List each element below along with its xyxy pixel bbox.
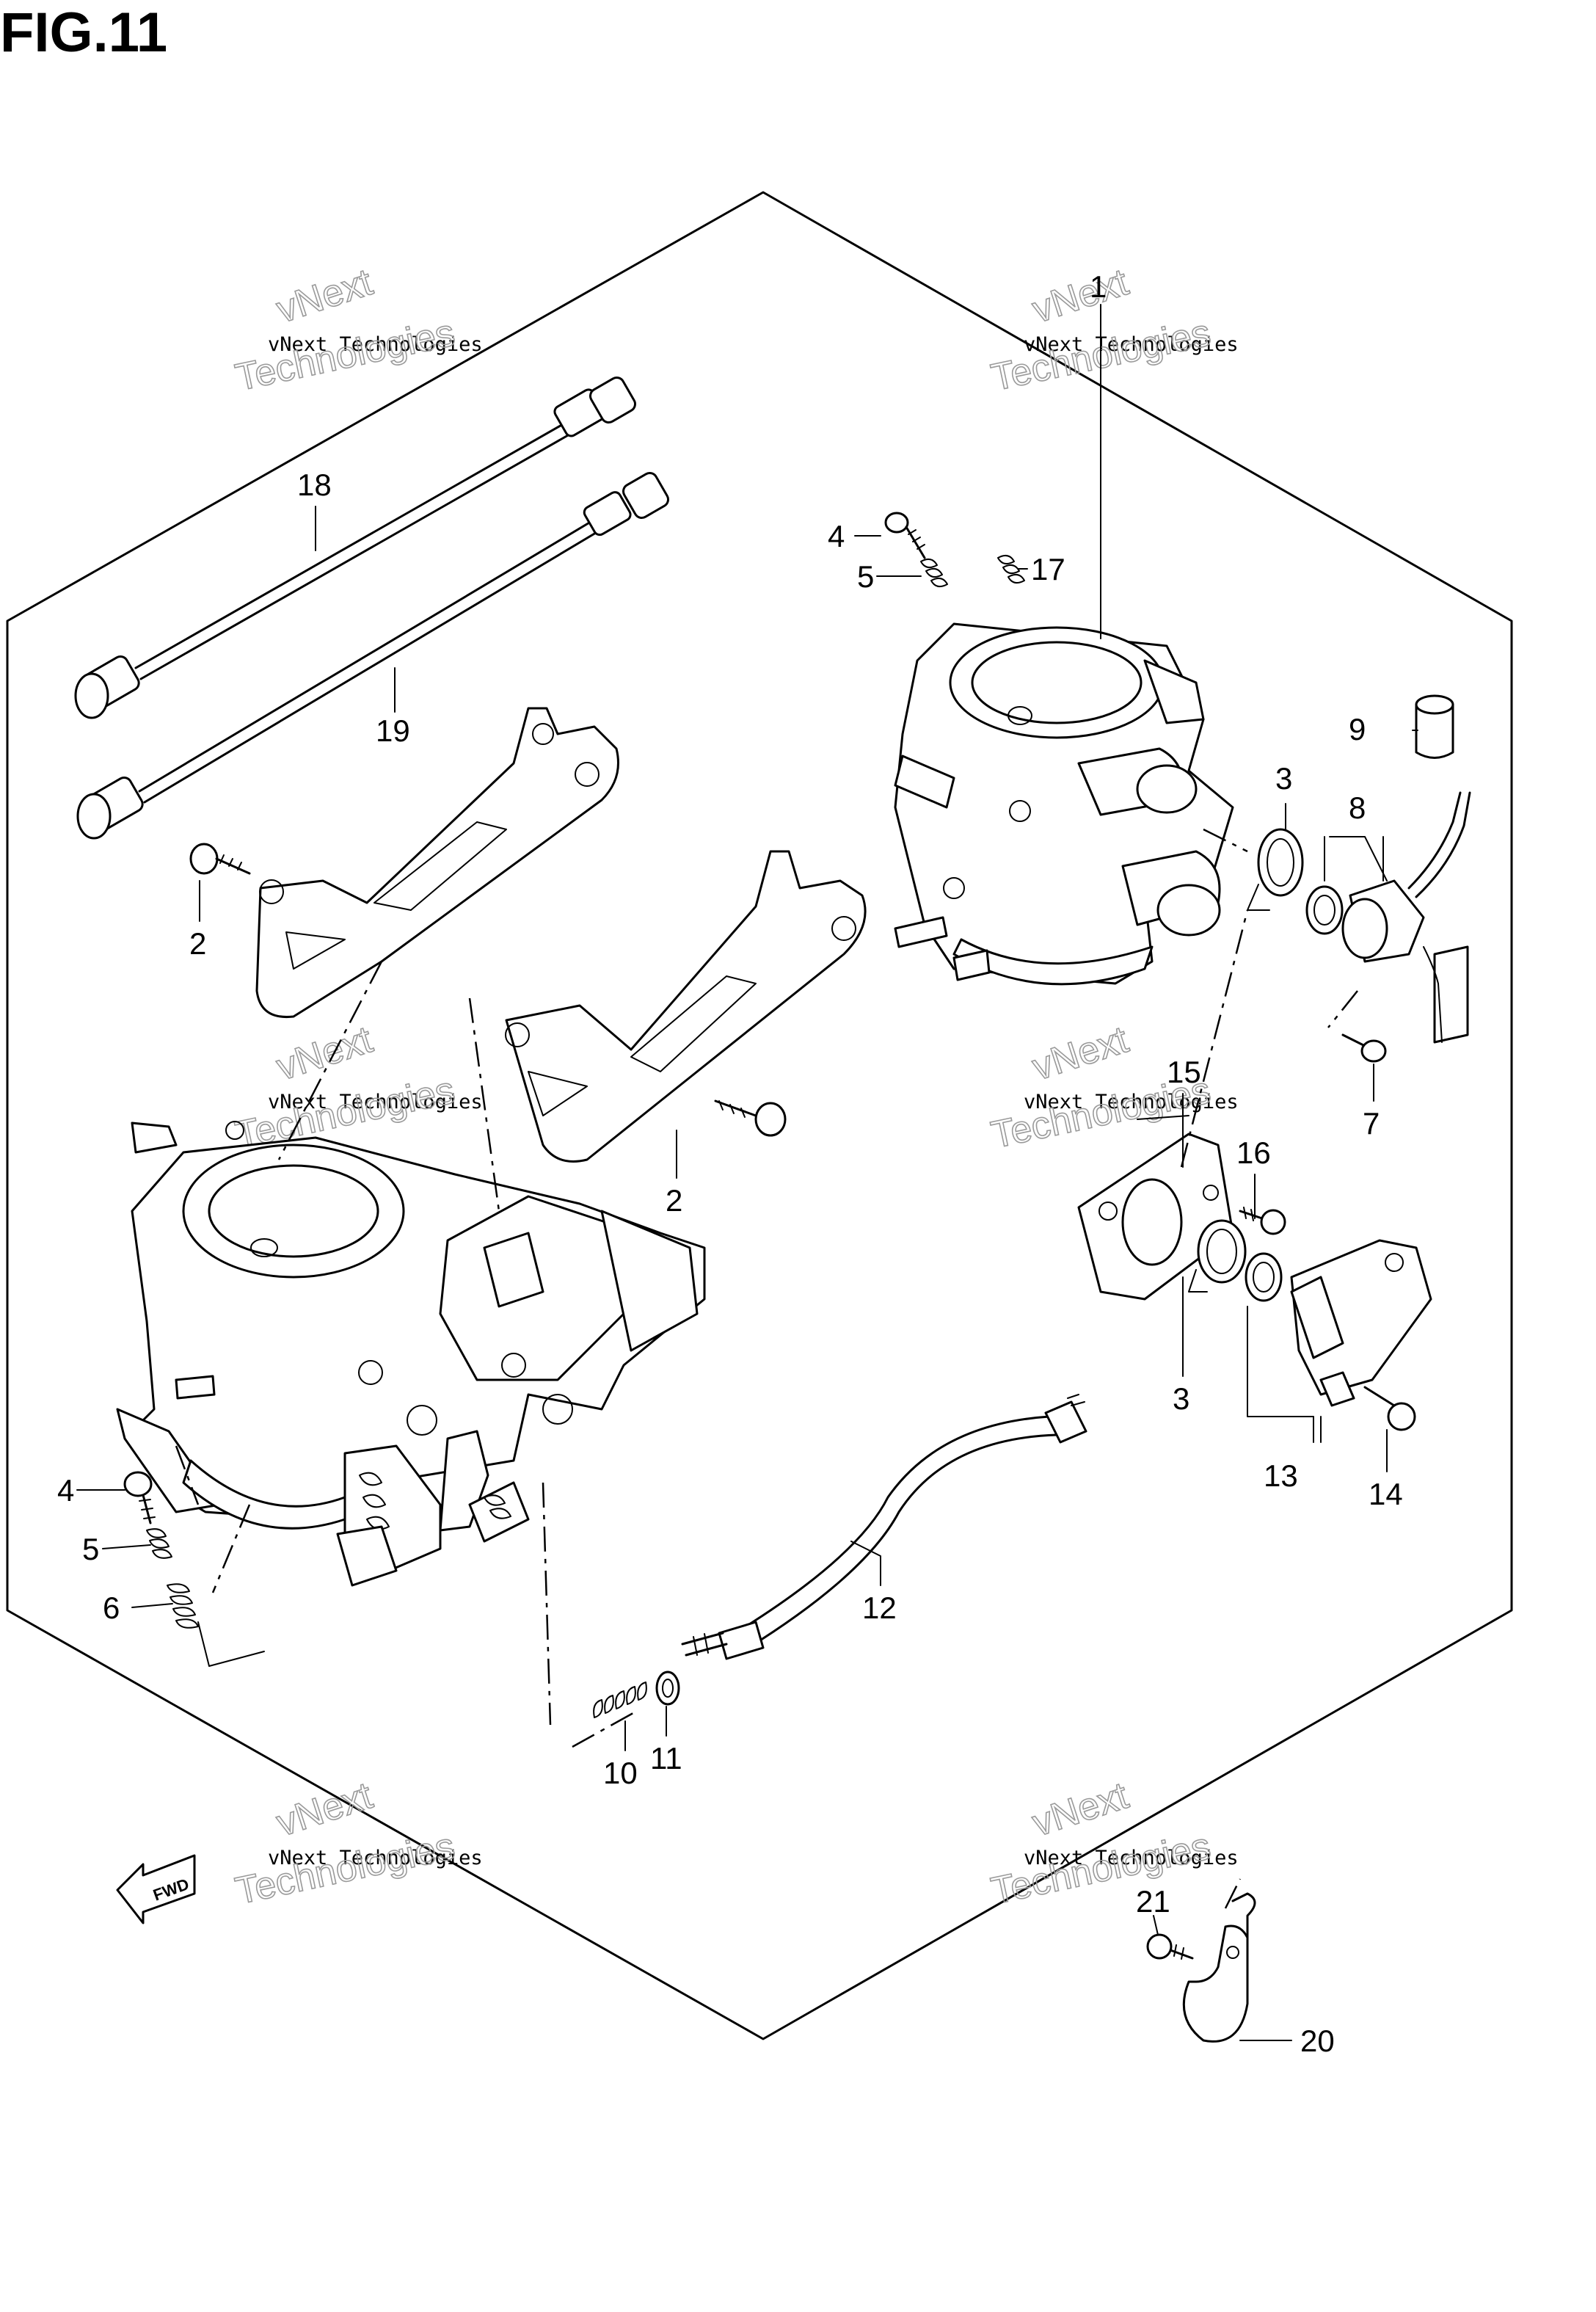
bracket-lower: [505, 850, 867, 1163]
screw-7: [1341, 1033, 1387, 1063]
callout-20: 20: [1300, 2024, 1335, 2058]
watermark-faint: vNext: [272, 1018, 378, 1088]
figure-title: FIG.11: [0, 1, 167, 64]
callout-21: 21: [1136, 1884, 1170, 1919]
callout-13: 13: [1264, 1458, 1298, 1493]
screw-16: [1239, 1207, 1286, 1235]
spring-17: [997, 554, 1025, 584]
watermark-text: vNext Technologies: [268, 1091, 483, 1113]
callout-18: 18: [297, 468, 332, 502]
o-ring-8: [1305, 885, 1344, 935]
hose-12: [681, 1394, 1087, 1660]
watermark-top-right: vNext vNext Technologies Technologies: [987, 260, 1239, 400]
callout-3-lower: 3: [1173, 1381, 1189, 1416]
sensor-13: [1290, 1239, 1432, 1407]
callout-16: 16: [1236, 1135, 1271, 1170]
screw-21: [1146, 1933, 1194, 1960]
watermark-large: Technologies: [232, 311, 459, 399]
callout-6: 6: [103, 1591, 120, 1625]
watermark-large: Technologies: [988, 1825, 1214, 1913]
cable-19: [76, 472, 669, 840]
sleeve-9: [1415, 694, 1454, 759]
screw-14: [1363, 1386, 1416, 1431]
callout-2-lower: 2: [666, 1183, 682, 1218]
watermark-top-left: vNext vNext Technologies Technologies: [231, 260, 483, 400]
callout-15: 15: [1167, 1055, 1201, 1089]
callout-5-upper: 5: [857, 559, 874, 594]
spring-5-upper: [920, 558, 948, 588]
callout-14: 14: [1369, 1477, 1403, 1511]
callout-2-upper: 2: [189, 926, 206, 961]
watermark-faint: vNext: [272, 1774, 378, 1844]
callout-9: 9: [1349, 712, 1366, 746]
callout-12: 12: [862, 1591, 897, 1625]
washer-11: [655, 1671, 680, 1706]
throttle-body-left: [116, 1121, 706, 1587]
clamp-3-lower: [1188, 1219, 1247, 1293]
screw-4-lower: [123, 1471, 156, 1524]
spring-5-lower: [146, 1528, 172, 1559]
watermark-text: vNext Technologies: [268, 333, 483, 356]
watermark-bottom-left: vNext vNext Technologies Technologies: [231, 1773, 483, 1913]
spring-10: [593, 1682, 647, 1718]
callout-17: 17: [1031, 552, 1065, 586]
screw-4-upper: [884, 512, 926, 559]
leader-lines: [76, 304, 1418, 2041]
clamp-3-upper: [1247, 828, 1304, 911]
callout-5-lower: 5: [82, 1532, 99, 1566]
spring-6: [167, 1583, 199, 1629]
screw-2-lower: [714, 1099, 787, 1137]
screw-2-upper: [189, 843, 251, 875]
bracket-upper: [255, 707, 619, 1019]
callout-1: 1: [1090, 269, 1107, 304]
callout-8: 8: [1349, 790, 1366, 825]
watermark-faint: vNext: [272, 261, 378, 331]
watermark-text: vNext Technologies: [1024, 1847, 1239, 1869]
watermark-text: vNext Technologies: [268, 1847, 483, 1869]
watermark-faint: vNext: [1027, 1018, 1134, 1088]
watermark-text: vNext Technologies: [1024, 333, 1239, 356]
watermark-mid-left: vNext vNext Technologies Technologies: [231, 1017, 483, 1157]
watermark-large: Technologies: [232, 1825, 459, 1913]
forward-arrow-icon: [116, 1854, 196, 1924]
callout-7: 7: [1363, 1106, 1380, 1141]
callout-3-upper: 3: [1275, 761, 1292, 796]
cable-18: [74, 377, 636, 719]
callout-10: 10: [603, 1756, 638, 1790]
watermark-faint: vNext: [1027, 1774, 1134, 1844]
fwd-direction-badge: FWD: [116, 1854, 196, 1924]
callout-4-upper: 4: [828, 519, 845, 553]
watermark-bottom-right: vNext vNext Technologies Technologies: [987, 1773, 1239, 1913]
callout-labels: 1 2 2 3 3 4 4 5 5 6 7 8 9 10 11 12 13 14…: [57, 269, 1403, 2058]
callout-11: 11: [650, 1741, 682, 1775]
sensor-8: [1341, 791, 1471, 1044]
callout-4-lower: 4: [57, 1473, 74, 1508]
assembly-boundary: [6, 191, 1513, 2040]
watermark-faint: vNext: [1027, 261, 1134, 331]
throttle-body-right: [894, 622, 1234, 986]
o-ring-13: [1245, 1252, 1283, 1302]
callout-19: 19: [376, 713, 410, 748]
watermark-text: vNext Technologies: [1024, 1091, 1239, 1113]
clip-20: [1182, 1892, 1256, 2043]
assembly-lines: [175, 828, 1358, 1909]
